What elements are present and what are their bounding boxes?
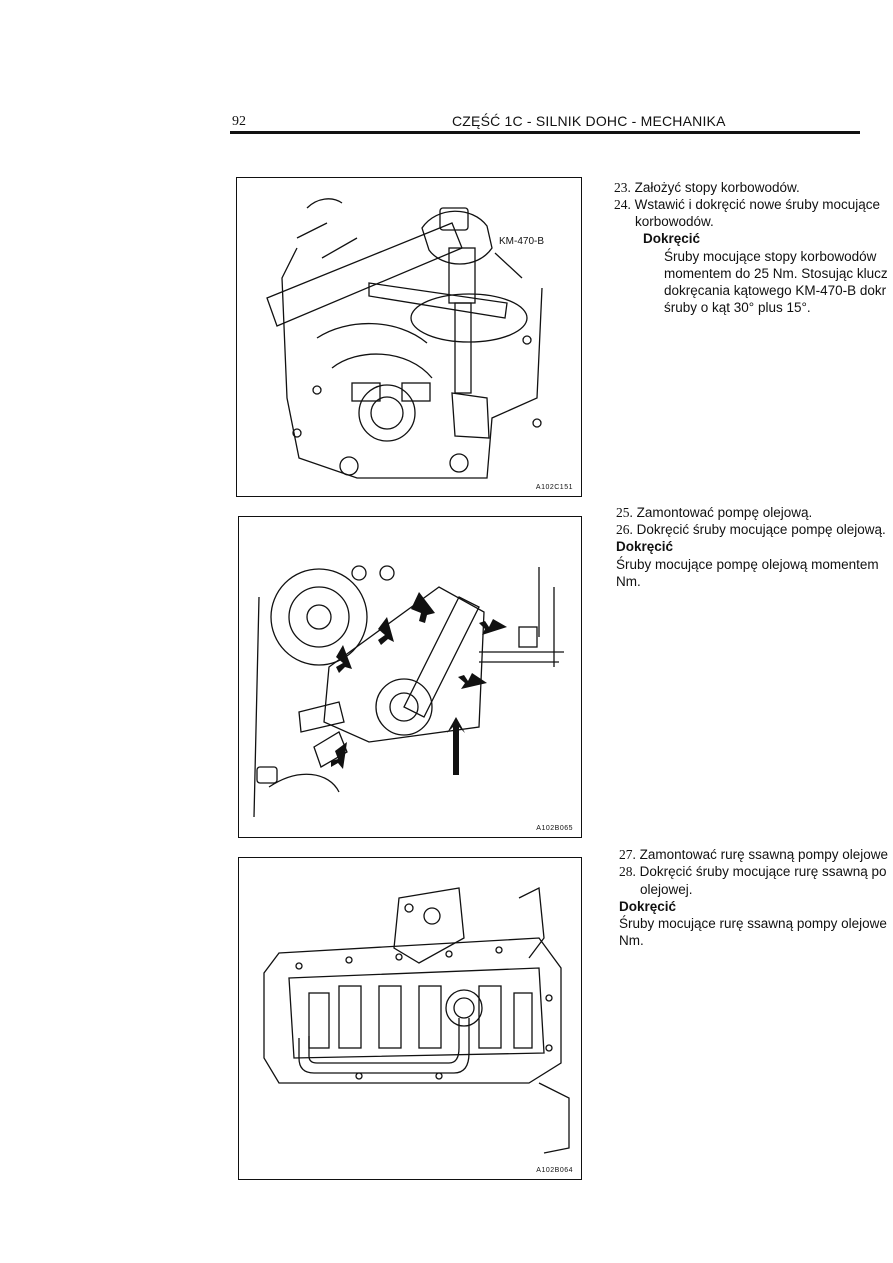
header-rule <box>230 131 860 134</box>
step-24: 24. Wstawić i dokręcić nowe śruby mocują… <box>614 196 880 213</box>
page-title: CZĘŚĆ 1C - SILNIK DOHC - MECHANIKA <box>452 113 726 129</box>
torque-spec-line: Śruby mocujące pompę olejową momentem <box>616 557 879 572</box>
step-26: 26. Dokręcić śruby mocujące pompę olejow… <box>616 521 886 538</box>
figure-oil-pump: A102B065 <box>238 516 582 838</box>
step-text: Dokręcić śruby mocujące pompę olejową. <box>636 522 886 537</box>
step-text: Wstawić i dokręcić nowe śruby mocujące <box>634 197 880 212</box>
torque-spec-line: Nm. <box>619 933 644 948</box>
torque-spec-line: Śruby mocujące stopy korbowodów <box>664 249 877 264</box>
torque-spec-line: momentem do 25 Nm. Stosując klucz <box>664 266 888 281</box>
page-number: 92 <box>232 114 246 129</box>
step-number: 25. <box>616 505 633 520</box>
step-24-continuation: korbowodów. <box>635 214 714 229</box>
step-25: 25. Zamontować pompę olejową. <box>616 504 812 521</box>
step-text: Zamontować pompę olejową. <box>636 505 813 520</box>
step-number: 24. <box>614 197 631 212</box>
figure-oil-pickup-pipe: A102B064 <box>238 857 582 1180</box>
figure-connecting-rod-torque: KM-470-B A102C151 <box>236 177 582 497</box>
torque-spec-line: Nm. <box>616 574 641 589</box>
step-28: 28. Dokręcić śruby mocujące rurę ssawną … <box>619 863 887 880</box>
step-number: 27. <box>619 847 636 862</box>
step-28-continuation: olejowej. <box>640 882 693 897</box>
figure-code: A102C151 <box>535 484 573 491</box>
step-text: Dokręcić śruby mocujące rurę ssawną po <box>639 864 887 879</box>
step-27: 27. Zamontować rurę ssawną pompy olejowe <box>619 846 888 863</box>
step-text: Zamontować rurę ssawną pompy olejowe <box>639 847 889 862</box>
torque-spec-line: śruby o kąt 30° plus 15°. <box>664 300 811 315</box>
step-text: Założyć stopy korbowodów. <box>634 180 800 195</box>
torque-label: Dokręcić <box>619 899 677 914</box>
figure-callout-label: KM-470-B <box>499 236 545 247</box>
step-number: 28. <box>619 864 636 879</box>
torque-spec-line: Śruby mocujące rurę ssawną pompy olejowe <box>619 916 887 931</box>
engine-illustration-3 <box>263 886 570 1154</box>
torque-label: Dokręcić <box>643 231 701 246</box>
step-number: 23. <box>614 180 631 195</box>
engine-illustration-2 <box>253 565 564 818</box>
torque-label: Dokręcić <box>616 539 674 554</box>
torque-spec-line: dokręcania kątowego KM-470-B dokr <box>664 283 887 298</box>
figure-code: A102B065 <box>536 825 573 832</box>
figure-code: A102B064 <box>536 1167 573 1174</box>
step-23: 23. Założyć stopy korbowodów. <box>614 179 800 196</box>
step-number: 26. <box>616 522 633 537</box>
engine-illustration-1 <box>266 198 543 479</box>
